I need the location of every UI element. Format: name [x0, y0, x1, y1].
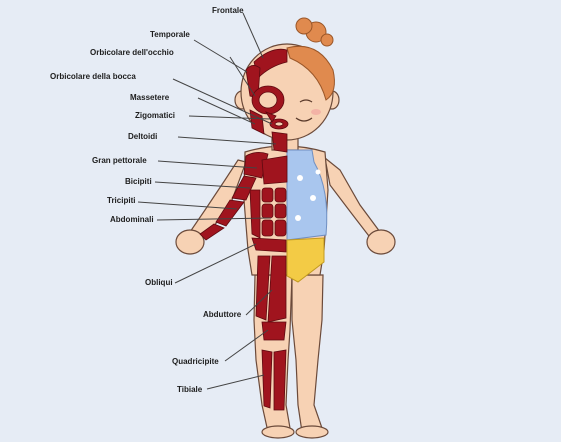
label-quadricipite: Quadricipite: [172, 357, 219, 366]
label-tibiale: Tibiale: [177, 385, 203, 394]
hair: [286, 17, 335, 101]
label-orbicolare-occhio: Orbicolare dell'occhio: [90, 48, 174, 57]
label-frontale: Frontale: [212, 6, 244, 15]
label-orbicolare-bocca: Orbicolare della bocca: [50, 72, 136, 81]
label-temporale: Temporale: [150, 30, 190, 39]
label-obliqui: Obliqui: [145, 278, 173, 287]
label-gran-pettorale: Gran pettorale: [92, 156, 147, 165]
flower-pattern: [295, 169, 321, 221]
shorts: [286, 237, 325, 283]
muscles: [199, 48, 289, 411]
label-addominali: Abdominali: [110, 215, 154, 224]
label-deltoidi: Deltoidi: [128, 132, 158, 141]
label-bicipiti: Bicipiti: [125, 177, 152, 186]
label-tricipiti: Tricipiti: [107, 196, 136, 205]
label-massetere: Massetere: [130, 93, 170, 102]
leader-lines: [137, 12, 277, 390]
label-abduttore: Abduttore: [203, 310, 242, 319]
label-zigomatici: Zigomatici: [135, 111, 176, 120]
face-features: [295, 99, 321, 122]
